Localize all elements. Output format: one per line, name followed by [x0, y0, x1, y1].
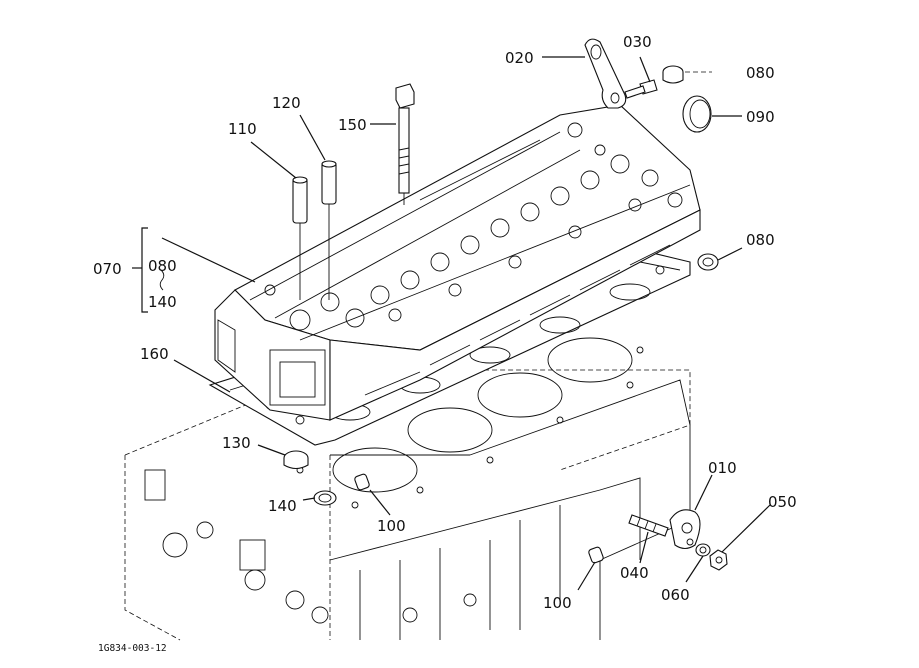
- callout-140-lower: 140: [268, 497, 297, 515]
- callout-030: 030: [623, 33, 652, 51]
- cap-090: [682, 95, 712, 133]
- nut-050: [709, 549, 728, 571]
- drawing-reference-id: 1G834-003-12: [98, 643, 167, 654]
- callout-100-right: 100: [543, 594, 572, 612]
- callout-050: 050: [768, 493, 797, 511]
- callout-020: 020: [505, 49, 534, 67]
- callout-010: 010: [708, 459, 737, 477]
- washer-060: [695, 543, 711, 557]
- leader-lines: [132, 56, 771, 591]
- sleeve-120: [321, 160, 337, 300]
- head-bolt-150: [395, 83, 415, 205]
- callout-080-top: 080: [746, 64, 775, 82]
- stud-040: [628, 514, 669, 537]
- callout-150: 150: [338, 116, 367, 134]
- callout-160: 160: [140, 345, 169, 363]
- plug-080-right: [697, 253, 719, 271]
- dowel-100-left: [354, 473, 370, 491]
- plug-140-lower: [313, 490, 337, 506]
- sleeve-110: [292, 176, 308, 300]
- callout-060: 060: [661, 586, 690, 604]
- callout-110: 110: [228, 120, 257, 138]
- bracket-010: [669, 509, 701, 550]
- plug-130: [283, 450, 309, 470]
- callout-090: 090: [746, 108, 775, 126]
- callout-100-left: 100: [377, 517, 406, 535]
- dowel-100-right: [588, 546, 604, 564]
- callout-080-group: 080: [148, 257, 177, 275]
- callout-040: 040: [620, 564, 649, 582]
- cylinder-block: [124, 337, 691, 641]
- callout-120: 120: [272, 94, 301, 112]
- bolt-030: [624, 79, 658, 99]
- head-ports: [249, 122, 691, 341]
- callout-080-right: 080: [746, 231, 775, 249]
- callout-070: 070: [93, 260, 122, 278]
- cylinder-head: [214, 104, 701, 421]
- lifting-hook-020: [584, 38, 627, 109]
- callout-130: 130: [222, 434, 251, 452]
- plug-080-top: [662, 65, 684, 84]
- callout-140-group: 140: [148, 293, 177, 311]
